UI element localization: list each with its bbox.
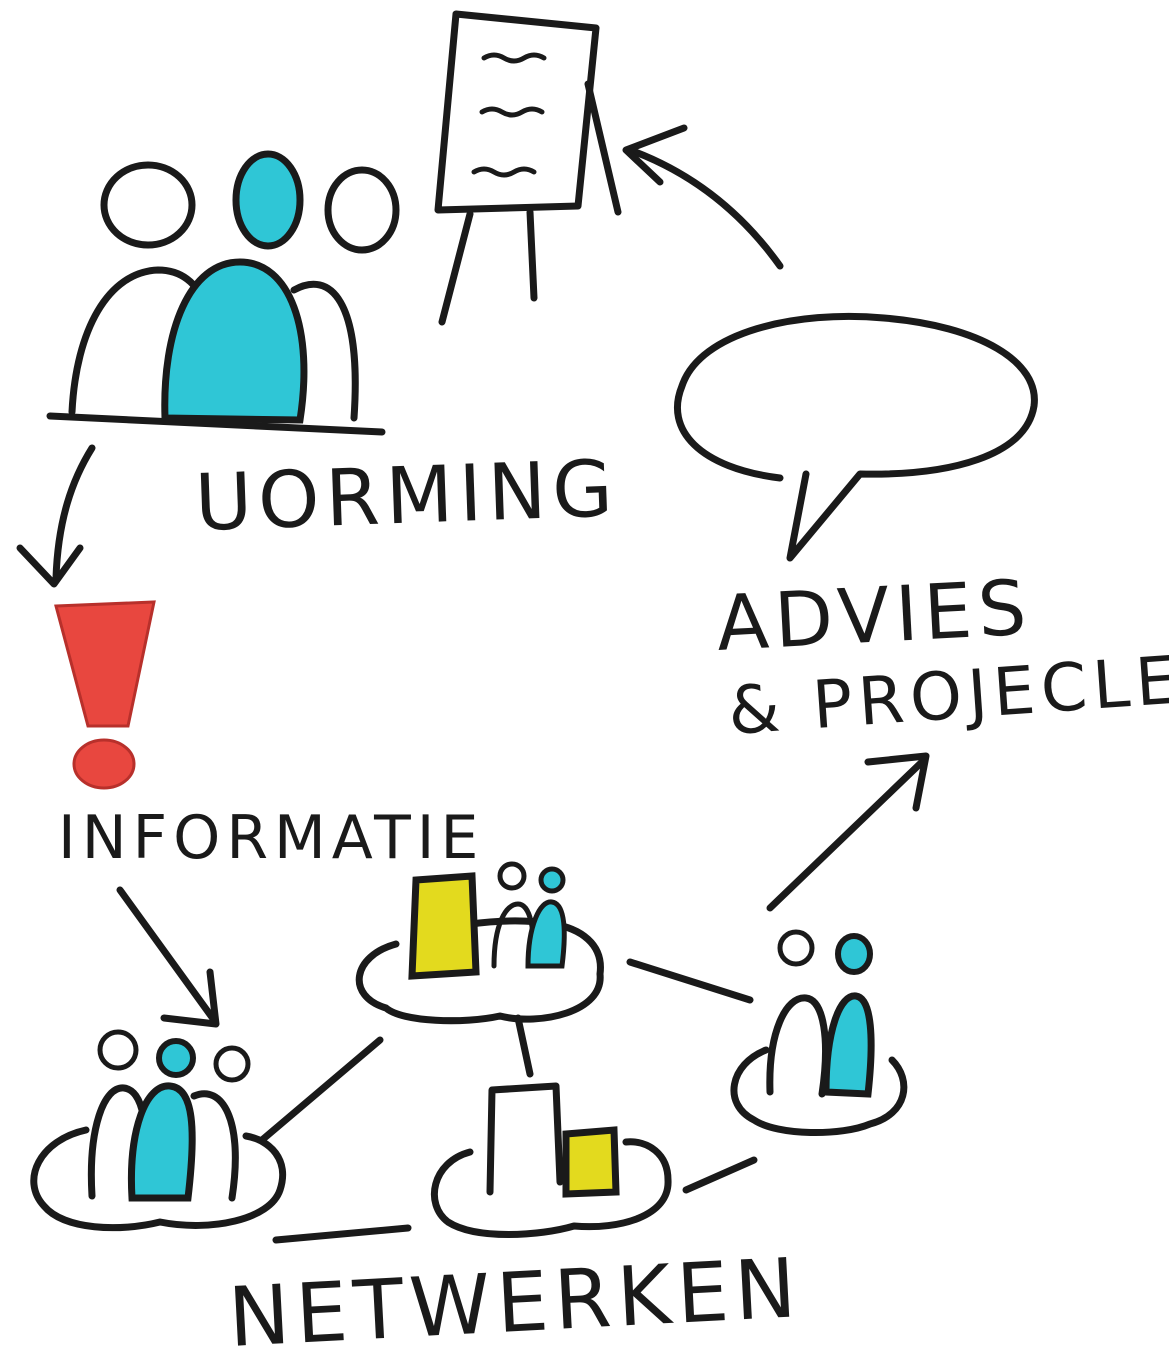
arrow-netwerken-to-advies [766,752,930,912]
label-advies: ADVIES [714,563,1034,668]
network-cloud-right [730,929,908,1136]
arrow-advies-to-vorming [622,124,784,270]
network-cloud-top [355,861,604,1025]
network-cloud-bottom [430,1082,672,1238]
buildings-icon [486,1082,620,1198]
speech-bubble-icon [674,312,1038,562]
arrow-informatie-to-netwerken [116,886,220,1028]
label-netwerken: NETWERKEN [226,1241,804,1360]
network-cloud-left [30,1029,287,1232]
flipchart-icon [434,10,622,326]
network-links [258,958,758,1244]
people-group-icon [46,150,400,436]
people-pair-icon [491,861,567,969]
exclamation-icon [54,600,156,790]
arrow-vorming-to-informatie [16,444,96,588]
label-vorming: UORMING [194,444,621,549]
label-informatie: INFORMATIE [58,803,484,873]
building-icon [408,872,480,980]
